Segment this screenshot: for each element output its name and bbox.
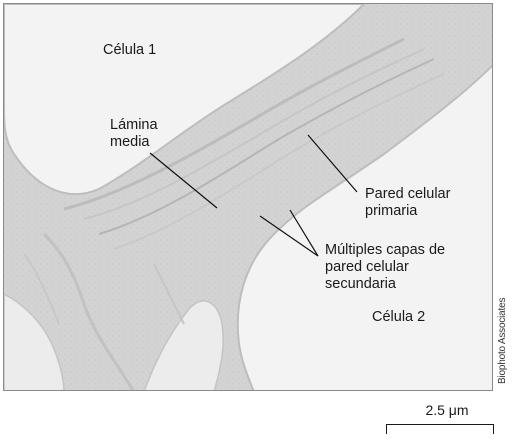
leader-pared-primaria <box>307 134 358 193</box>
micrograph-image <box>4 4 492 390</box>
scale-bar <box>386 424 494 434</box>
label-celula-2: Célula 2 <box>372 309 426 325</box>
leader-lamina <box>149 152 218 209</box>
label-pared-celular-primaria: Pared celular primaria <box>365 186 451 219</box>
leader-capas-2 <box>289 209 319 257</box>
micrograph <box>3 3 493 391</box>
label-capas-secundarias: Múltiples capas de pared celular secunda… <box>325 242 446 292</box>
photo-credit: Biophoto Associates <box>497 297 508 384</box>
label-celula-1: Célula 1 <box>103 42 157 58</box>
leader-capas-1 <box>259 215 319 257</box>
scale-label: 2.5 μm <box>425 402 469 418</box>
label-lamina-media: Lámina media <box>110 117 158 150</box>
